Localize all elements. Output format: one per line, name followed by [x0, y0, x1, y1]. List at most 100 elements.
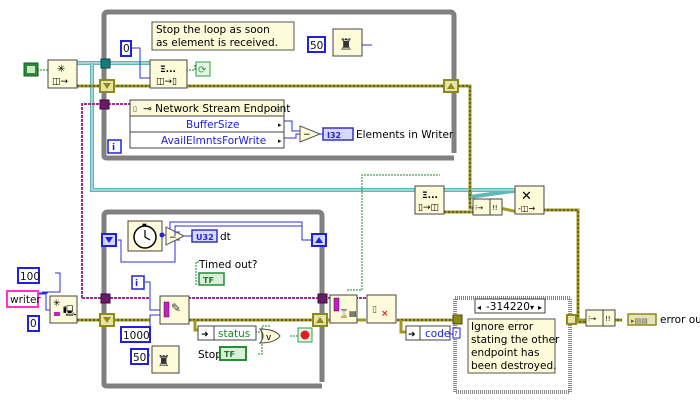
writer-name-constant[interactable]: writer: [6, 290, 41, 308]
comment-line-2: as element is received.: [156, 37, 278, 49]
obtain-queue-node[interactable]: ✳ ◫→: [47, 59, 78, 89]
network-stream-property-node[interactable]: ▯ ⊸ Network Stream Endpoint ▯ BufferSize…: [129, 99, 290, 149]
svg-text:➜: ➜: [408, 330, 416, 340]
iteration-terminal-top: i: [107, 139, 122, 154]
svg-text:?: ?: [454, 330, 458, 338]
continue-icon: ⟳: [198, 65, 207, 76]
error-tunnel-in: [452, 314, 463, 325]
dt-indicator[interactable]: U32: [191, 229, 218, 243]
preview-queue-element-node[interactable]: Ξ... ◫→▯: [149, 59, 188, 89]
boolean-wires: [37, 64, 440, 355]
svg-text:v: v: [266, 333, 272, 343]
svg-text:✳: ✳: [57, 64, 65, 75]
comment-line-1: Stop the loop as soon: [156, 24, 270, 36]
svg-text:i: i: [135, 279, 138, 289]
shift-register-right-top: [443, 79, 459, 93]
svg-text:I32: I32: [327, 131, 341, 140]
error-out-indicator[interactable]: ▸▤▤: [627, 313, 657, 326]
case-selector[interactable]: [474, 298, 546, 314]
wait-ms-constant-top[interactable]: 50: [307, 36, 326, 53]
merge-errors-node-top[interactable]: ⁝→ !!: [472, 198, 503, 216]
release-queue-node[interactable]: ✕ -◫→: [514, 185, 545, 215]
queue-tunnel-top: [100, 58, 111, 69]
case-dropdown-icon[interactable]: ▾: [530, 303, 534, 312]
stream-tunnel-bottom-right: [317, 293, 328, 304]
wait-ms-node-bottom[interactable]: ♜: [151, 345, 180, 374]
elements-in-writer-label: Elements in Writer: [356, 129, 454, 141]
svg-text:stating the other: stating the other: [471, 334, 560, 346]
unbundle-code-node[interactable]: ➜ code: [405, 325, 451, 341]
svg-text:TF: TF: [203, 276, 214, 285]
zero-constant-writer[interactable]: 0: [27, 315, 40, 332]
svg-text:50: 50: [133, 352, 146, 364]
buffer-size-constant[interactable]: 100: [17, 267, 40, 284]
create-writer-endpoint-node[interactable]: ✳ 🖳: [49, 295, 78, 324]
case-selector-terminal: [452, 327, 461, 339]
bottom-while-loop[interactable]: [101, 209, 325, 389]
timeout-constant-0[interactable]: 0: [120, 40, 132, 57]
error-tunnel-out: [566, 314, 577, 325]
stop-label: Stop: [198, 349, 222, 361]
svg-text:50: 50: [310, 40, 323, 52]
timed-out-indicator[interactable]: TF: [198, 272, 225, 286]
timeout-constant-1000[interactable]: 1000: [120, 326, 151, 343]
svg-text:-314220: -314220: [486, 301, 530, 313]
enqueue-element-node[interactable]: Ξ... ▯→◫: [414, 185, 445, 215]
property-buffer-size[interactable]: BufferSize: [186, 119, 239, 131]
svg-text:!!: !!: [492, 204, 498, 212]
timed-out-label: Timed out?: [198, 259, 257, 271]
stream-tunnel-top: [99, 99, 110, 110]
subtract-node-top[interactable]: −: [299, 125, 322, 143]
clock-icon: ▬: [142, 222, 147, 228]
shift-register-left-top: [99, 79, 115, 93]
svg-text:Ignore error: Ignore error: [471, 321, 534, 333]
unbundle-status-node[interactable]: ➜ status: [197, 325, 257, 341]
loop-condition-continue[interactable]: ⟳: [195, 61, 211, 77]
top-while-loop[interactable]: [101, 9, 457, 161]
destroy-stream-endpoint-node[interactable]: ▯ ×: [366, 294, 397, 324]
svg-text:-◫→: -◫→: [518, 204, 535, 213]
top-loop-comment: Stop the loop as soon as element is rece…: [151, 21, 295, 51]
case-prev-icon[interactable]: ◂: [477, 303, 481, 312]
svg-text:−: −: [169, 233, 177, 243]
svg-text:code: code: [425, 328, 450, 340]
svg-text:➜: ➜: [201, 330, 209, 340]
svg-text:i: i: [112, 143, 115, 153]
svg-text:×: ×: [381, 309, 389, 319]
stop-condition-terminal[interactable]: [297, 327, 313, 343]
stream-wire: [81, 103, 366, 299]
svg-text:▸: ▸: [278, 137, 282, 145]
svg-text:U32: U32: [196, 233, 214, 242]
pencil-icon: ✎: [171, 301, 181, 315]
svg-text:▸: ▸: [278, 121, 282, 129]
svg-text:Ξ...: Ξ...: [422, 191, 438, 201]
property-avail-elements[interactable]: AvailElmntsForWrite: [161, 135, 266, 147]
metronome-icon: ♜: [339, 35, 353, 54]
svg-text:TF: TF: [224, 350, 235, 359]
svg-text:◫→▯: ◫→▯: [156, 77, 177, 87]
case-next-icon[interactable]: ▸: [538, 303, 542, 312]
svg-text:−: −: [303, 130, 311, 140]
wait-ms-constant-bottom[interactable]: 50: [130, 348, 149, 365]
merge-errors-node-bottom[interactable]: ⁝→ !!: [585, 309, 616, 327]
svg-text:status: status: [218, 328, 250, 340]
stop-control[interactable]: TF: [219, 346, 247, 361]
svg-text:▯: ▯: [276, 105, 280, 113]
dt-label: dt: [220, 231, 231, 243]
flush-stream-node[interactable]: ⌛▤: [329, 294, 358, 324]
error-wire: [77, 84, 622, 334]
boolean-constant-false[interactable]: [23, 62, 39, 77]
svg-text:▯→◫: ▯→◫: [418, 203, 439, 213]
svg-text:◫→: ◫→: [52, 77, 69, 87]
shift-register-left-bottom: [99, 313, 115, 327]
or-node[interactable]: v: [258, 328, 281, 344]
svg-text:▯: ▯: [372, 305, 377, 315]
elements-in-writer-indicator[interactable]: I32: [322, 127, 354, 141]
wait-ms-node-top[interactable]: ♜: [332, 28, 363, 57]
svg-text:✳: ✳: [53, 299, 61, 309]
iteration-terminal-bottom: i: [131, 275, 145, 290]
tick-count-node[interactable]: ▬: [127, 220, 163, 252]
write-single-element-node[interactable]: ✎: [159, 295, 190, 325]
stream-tunnel-bottom-left: [100, 293, 111, 304]
